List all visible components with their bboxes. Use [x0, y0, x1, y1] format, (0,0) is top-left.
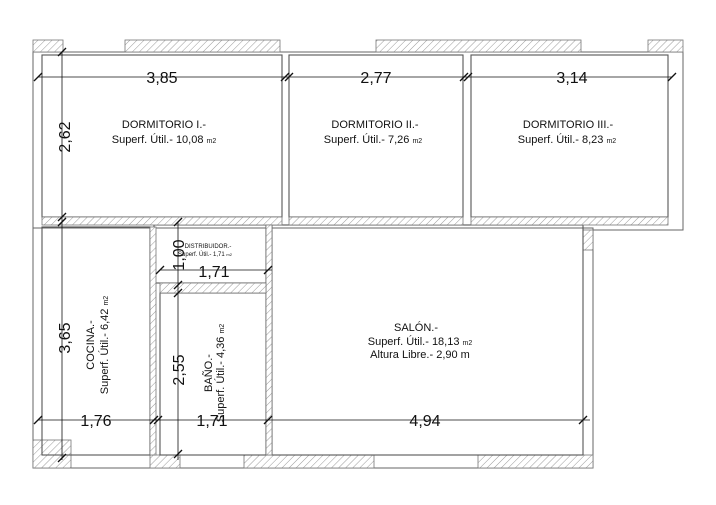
dim-left-bottom: 3,65 — [57, 322, 74, 353]
cocina-area: Superf. Útil.- 6,42 m2 — [98, 296, 111, 395]
dim-bottom-3: 4,94 — [409, 413, 440, 430]
dim-bottom-1: 1,76 — [80, 413, 111, 430]
dormitorio-3-name: DORMITORIO III.- — [523, 119, 614, 131]
distribuidor-area: Superf. Útil.- 1,71 m2 — [178, 251, 233, 258]
dormitorio-2-name: DORMITORIO II.- — [331, 119, 419, 131]
cocina-name: COCINA.- — [85, 320, 97, 370]
salon-height: Altura Libre.- 2,90 m — [370, 349, 470, 361]
salon-area: Superf. Útil.- 18,13 m2 — [368, 335, 473, 348]
distribuidor-name: DISTRIBUIDOR.- — [185, 244, 232, 250]
dormitorio-3-area: Superf. Útil.- 8,23 m2 — [518, 133, 617, 146]
room-outlines — [41, 54, 669, 456]
dim-top-1: 3,85 — [146, 70, 177, 87]
bano-label: BAÑO.- Superf. Útil.- 4,36 m2 — [202, 324, 227, 423]
bano-area: Superf. Útil.- 4,36 m2 — [214, 324, 227, 423]
dim-left-top: 2,62 — [57, 121, 74, 152]
dim-top-2: 2,77 — [360, 70, 391, 87]
dormitorio-1-area: Superf. Útil.- 10,08 m2 — [112, 133, 217, 146]
dim-bano-v: 2,55 — [171, 354, 188, 385]
dormitorio-1-name: DORMITORIO I.- — [122, 119, 206, 131]
dimension-labels: 3,85 2,77 3,14 2,62 1,00 1,71 3,65 2,55 … — [57, 70, 588, 430]
room-labels: DORMITORIO I.- Superf. Útil.- 10,08 m2 D… — [85, 119, 616, 422]
exterior-walls — [32, 39, 684, 469]
salon-name: SALÓN.- — [394, 321, 438, 334]
dormitorio-2-area: Superf. Útil.- 7,26 m2 — [324, 133, 423, 146]
dim-top-3: 3,14 — [556, 70, 587, 87]
dimension-lines — [33, 47, 677, 463]
cocina-label: COCINA.- Superf. Útil.- 6,42 m2 — [85, 296, 111, 395]
dim-distribuidor-v: 1,00 — [171, 239, 188, 270]
dim-bottom-2: 1,71 — [196, 413, 227, 430]
dim-distribuidor-h: 1,71 — [198, 264, 229, 281]
bano-name: BAÑO.- — [202, 354, 215, 392]
